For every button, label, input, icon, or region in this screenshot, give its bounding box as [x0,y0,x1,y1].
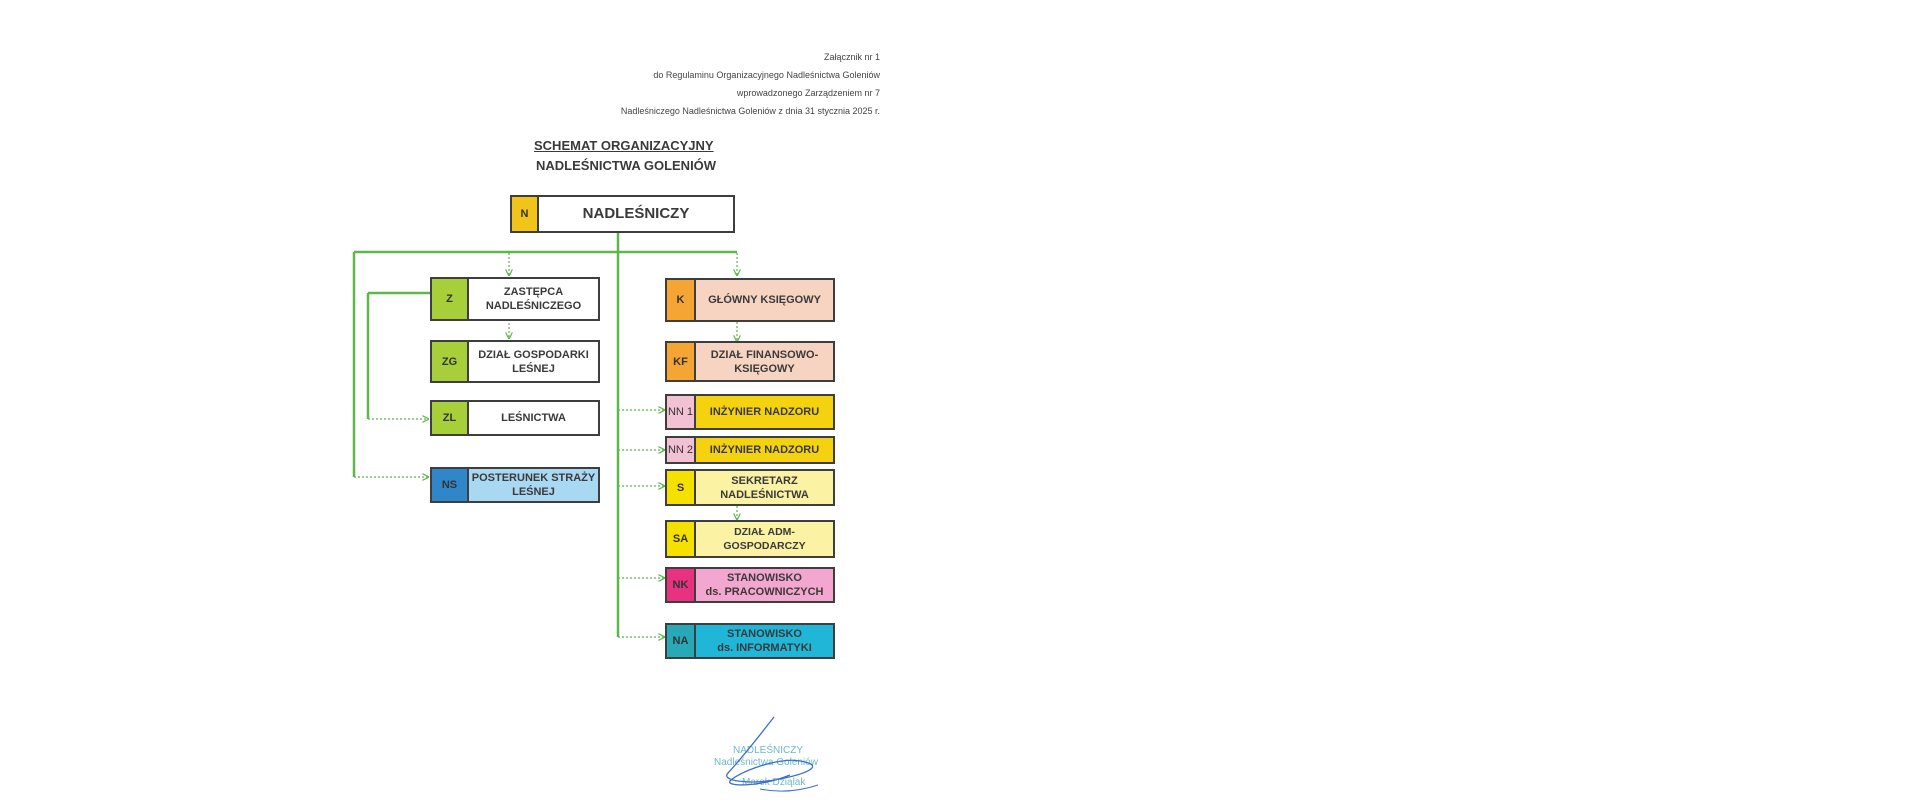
unit-nk-code: NK [667,569,696,601]
unit-kf-label: DZIAŁ FINANSOWO- KSIĘGOWY [696,343,833,380]
unit-ns: NS POSTERUNEK STRAŻY LEŚNEJ [430,467,600,503]
attachment-line-3: wprowadzonego Zarządzeniem nr 7 [736,88,880,98]
unit-na: NA STANOWISKO ds. INFORMATYKI [665,623,835,659]
unit-nn1-code: NN 1 [667,396,696,428]
unit-z-label: ZASTĘPCA NADLEŚNICZEGO [485,286,582,312]
unit-zg-label: DZIAŁ GOSPODARKI LEŚNEJ [478,348,589,375]
unit-nn2-label: INŻYNIER NADZORU [696,438,833,462]
unit-ns-code: NS [432,469,469,501]
unit-nn1-label: INŻYNIER NADZORU [696,396,833,428]
unit-na-label: STANOWISKO ds. INFORMATYKI [696,625,833,657]
handwritten-signature [726,716,819,792]
unit-sa-code: SA [667,522,696,556]
unit-na-code: NA [667,625,696,657]
unit-k-label: GŁÓWNY KSIĘGOWY [696,280,833,320]
unit-zg: ZG DZIAŁ GOSPODARKI LEŚNEJ [430,340,600,383]
attachment-line-2: do Regulaminu Organizacyjnego Nadleśnict… [653,70,880,80]
attachment-line-4: Nadleśniczego Nadleśnictwa Goleniów z dn… [620,106,880,116]
unit-k: K GŁÓWNY KSIĘGOWY [665,278,835,322]
unit-k-code: K [667,280,696,320]
unit-z: Z ZASTĘPCA NADLEŚNICZEGO [430,277,600,321]
unit-n: N NADLEŚNICZY [510,195,735,233]
dotted-connectors [354,253,737,637]
solid-connectors [352,232,737,637]
unit-nn2: NN 2 INŻYNIER NADZORU [665,436,835,464]
chart-subtitle: NADLEŚNICTWA GOLENIÓW [536,158,717,173]
unit-kf-code: KF [667,343,696,380]
unit-sa-label: DZIAŁ ADM-GOSPODARCZY [696,522,833,556]
attachment-line-1: Załącznik nr 1 [823,52,880,62]
unit-zl-label: LEŚNICTWA [501,412,566,424]
signature-title: NADLEŚNICZY [733,745,804,756]
unit-zl: ZL LEŚNICTWA [430,400,600,436]
unit-s: S SEKRETARZ NADLEŚNICTWA [665,469,835,506]
unit-nn1: NN 1 INŻYNIER NADZORU [665,394,835,430]
unit-n-code: N [512,197,539,231]
unit-zg-code: ZG [432,342,469,381]
unit-nk: NK STANOWISKO ds. PRACOWNICZYCH [665,567,835,603]
chart-title: SCHEMAT ORGANIZACYJNY [534,138,714,153]
unit-nn2-code: NN 2 [667,438,696,462]
unit-zl-code: ZL [432,402,469,434]
unit-s-label: SEKRETARZ NADLEŚNICTWA [696,471,833,504]
signature-office: Nadleśnictwa Goleniów [714,757,818,768]
unit-s-code: S [667,471,696,504]
unit-nk-label: STANOWISKO ds. PRACOWNICZYCH [696,569,833,601]
unit-kf: KF DZIAŁ FINANSOWO- KSIĘGOWY [665,341,835,382]
unit-ns-label: POSTERUNEK STRAŻY LEŚNEJ [469,469,598,501]
unit-sa: SA DZIAŁ ADM-GOSPODARCZY [665,520,835,558]
unit-z-code: Z [432,279,469,319]
signature-name: Marek Dziąlak [742,777,806,788]
unit-n-label: NADLEŚNICZY [582,205,690,222]
